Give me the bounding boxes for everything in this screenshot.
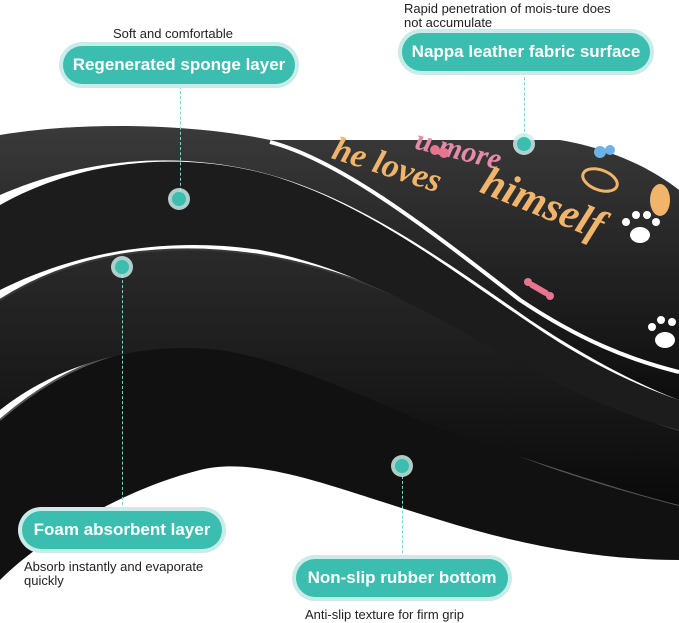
- bone-icon: [524, 278, 554, 300]
- nappa-callout-pill: Nappa leather fabric surface: [402, 33, 650, 71]
- paw-print-icon: [594, 145, 615, 158]
- foam-caption-line1: Absorb instantly and evaporate: [24, 559, 204, 574]
- leader-line-sponge: [180, 86, 181, 196]
- marker-sponge: [172, 192, 186, 206]
- nappa-caption-line2: not accumulate: [404, 15, 493, 30]
- nappa-caption-line1: Rapid penetration of mois-ture does: [404, 1, 611, 16]
- leader-line-rubber: [402, 476, 403, 558]
- marker-foam: [115, 260, 129, 274]
- marker-nappa: [517, 137, 531, 151]
- foam-callout-pill: Foam absorbent layer: [22, 511, 222, 549]
- leader-line-nappa: [524, 72, 525, 142]
- decor-icon: [650, 184, 670, 216]
- bone-icon: [430, 145, 449, 158]
- decor-icon: [581, 167, 619, 193]
- top-surface-layer: [0, 125, 679, 400]
- leader-line-foam: [122, 270, 123, 510]
- rubber-callout-pill: Non-slip rubber bottom: [296, 559, 508, 597]
- paw-print-icon: [622, 211, 660, 243]
- rubber-caption: Anti-slip texture for firm grip: [305, 607, 464, 622]
- rubber-layer: [0, 344, 679, 580]
- foam-caption-line2: quickly: [24, 573, 64, 588]
- foam-layer: [0, 249, 679, 505]
- paw-print-icon: [648, 316, 676, 348]
- marker-rubber: [395, 459, 409, 473]
- sponge-callout-pill: Regenerated sponge layer: [63, 46, 295, 84]
- sponge-caption: Soft and comfortable: [113, 26, 233, 41]
- sponge-layer: [0, 161, 679, 430]
